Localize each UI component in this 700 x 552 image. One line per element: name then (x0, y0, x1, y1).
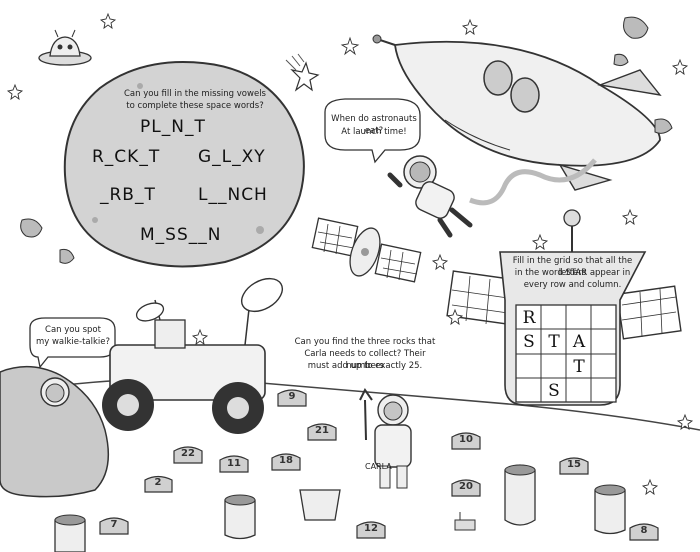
rock (451, 479, 481, 497)
grid-cell: T (548, 332, 560, 352)
space-word: R_CK_T (92, 147, 161, 167)
grid-prompt-line1: Fill in the grid so that all the letters (512, 256, 633, 278)
grid-cell: T (573, 357, 585, 377)
numbered-rocks (99, 389, 659, 541)
grid-prompt-line3: every row and column. (523, 280, 622, 290)
grid-cell (566, 305, 592, 331)
rock (271, 453, 301, 471)
rock-number: 8 (640, 525, 648, 536)
lunar-rover (102, 277, 283, 434)
space-word: L__NCH (198, 185, 268, 205)
grid-cell: S (523, 332, 535, 352)
crater-dot (256, 226, 264, 234)
space-word: M_SS__N (140, 225, 222, 245)
moon-prompt-line1: Can you fill in the missing vowels (124, 89, 266, 99)
astronaut-tether (469, 158, 597, 206)
crater-dot (137, 83, 143, 89)
satellite-probe (311, 217, 422, 283)
crater (224, 494, 256, 540)
moon-prompt-line2: to complete these space words? (126, 101, 264, 111)
grid-satellite (446, 209, 682, 406)
rock-number: 10 (459, 434, 473, 445)
rock-number: 22 (181, 448, 195, 459)
space-word: PL_N_T (140, 117, 206, 137)
rock-number: 2 (154, 477, 162, 488)
crater (504, 464, 536, 526)
rock (629, 523, 659, 541)
rock (173, 446, 203, 464)
crater-dot (92, 217, 98, 223)
grid-cell (541, 305, 567, 331)
grid-cell (566, 378, 592, 404)
rock (277, 389, 307, 407)
floating-astronaut (387, 155, 473, 238)
rock (307, 423, 337, 441)
rocks-prompt-line2: Carla needs to collect? Their numbers (304, 349, 426, 371)
grid-cell (591, 378, 617, 404)
carla-astronaut (359, 388, 412, 489)
grid-cell (591, 354, 617, 380)
rock-number: 11 (227, 458, 241, 469)
rock (99, 517, 129, 535)
rocket-ship (372, 34, 662, 191)
space-word: _RB_T (100, 185, 156, 205)
grid-cell: A (572, 332, 586, 352)
moon-puzzle-bubble (63, 60, 305, 268)
rock-number: 9 (288, 391, 296, 402)
walkie-talkie-icon (454, 512, 476, 531)
crater (54, 514, 86, 552)
joke-answer: At launch time! (341, 127, 407, 137)
rock-number: 18 (279, 455, 293, 466)
rocks-prompt-line3: must add up to exactly 25. (307, 361, 423, 371)
space-word: G_L_XY (198, 147, 266, 167)
star-decoration (6, 12, 694, 496)
crater (594, 484, 626, 535)
rock-number: 15 (567, 459, 581, 470)
joke-speech-bubble (324, 98, 421, 164)
grid-cell (591, 329, 617, 355)
grid-cell (516, 354, 542, 380)
rock (451, 432, 481, 450)
crater (299, 489, 341, 521)
rock-number: 20 (459, 481, 473, 492)
shooting-star-icon (285, 53, 320, 92)
grid-cell (516, 378, 542, 404)
grid-cell (541, 354, 567, 380)
rock-number: 7 (110, 519, 118, 530)
rock (356, 521, 386, 539)
rock-number: 21 (315, 425, 329, 436)
walkie-question-line2: my walkie-talkie? (35, 337, 111, 347)
astronaut-name-label: CARLA (365, 462, 392, 471)
peeking-astronaut (40, 377, 70, 407)
grid-cell (591, 305, 617, 331)
grid-cell: R (522, 308, 536, 328)
grid-prompt-line2: in the word STAR appear in (514, 268, 631, 278)
walkie-question-line1: Can you spot (45, 325, 101, 335)
rock (144, 475, 173, 493)
ufo-alien-icon (38, 29, 92, 66)
joke-question: When do astronauts eat? (331, 114, 417, 136)
grid-cell: S (548, 381, 560, 401)
rock (219, 455, 249, 473)
large-moon-rock (0, 366, 110, 498)
asteroid-icon (20, 16, 673, 264)
rock-number: 12 (364, 523, 378, 534)
rocks-prompt-line1: Can you find the three rocks that (294, 337, 436, 347)
rock (559, 457, 589, 475)
